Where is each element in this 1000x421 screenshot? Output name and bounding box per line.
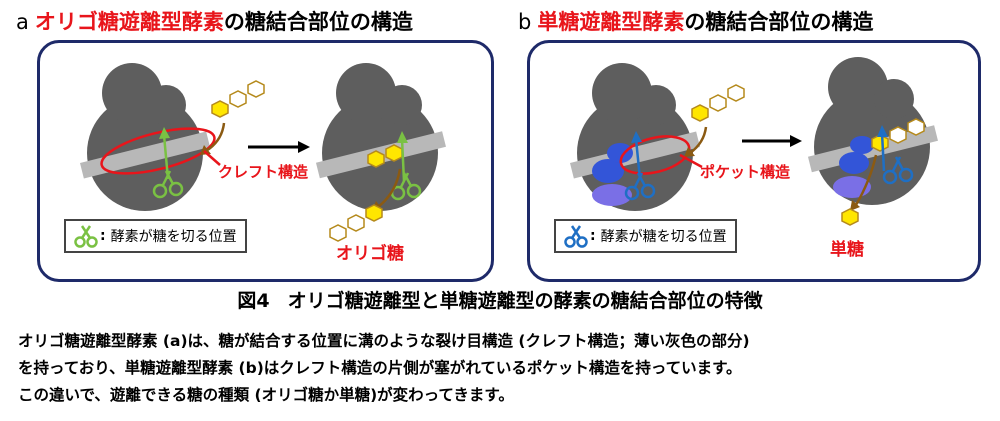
pocket-block-violet xyxy=(592,184,632,206)
pocket-highlight-ring xyxy=(619,135,691,175)
panel-a-diagram xyxy=(79,63,446,242)
panel-b-title-rest: の糖結合部位の構造 xyxy=(684,10,874,34)
cleft-groove-a xyxy=(79,131,211,179)
panel-a-letter: a xyxy=(16,10,29,34)
pocket-structure-label: ポケット構造 xyxy=(700,163,791,181)
panel-a-oligo-enzyme: クレフト構造 オリゴ糖 : 酵素が糖を切る位置 xyxy=(37,40,494,282)
panel-a-title-highlight: オリゴ糖遊離型酵素 xyxy=(34,10,224,34)
panel-b-title-highlight: 単糖遊離型酵素 xyxy=(537,10,685,34)
oligosaccharide-label: オリゴ糖 xyxy=(336,244,404,264)
blue-scissor-icon xyxy=(624,172,656,201)
released-monosaccharide xyxy=(841,208,859,226)
cleft-highlight-ring xyxy=(100,127,216,175)
enzyme-b-before xyxy=(569,63,701,211)
panel-b-mono-enzyme: ポケット構造 単糖 : 酵素が糖を切る位置 xyxy=(527,40,981,282)
pocket-block-1 xyxy=(592,159,624,183)
figure-label: 図4 xyxy=(237,290,270,312)
description-line-2: を持っており、単糖遊離型酵素 (b)はクレフト構造の片側が塞がれているポケット構… xyxy=(18,359,742,377)
enzyme-a-before xyxy=(79,63,216,211)
monosaccharide-label: 単糖 xyxy=(830,240,864,260)
oligosaccharide-chain-b xyxy=(691,84,745,122)
legend-a-text: 酵素が糖を切る位置 xyxy=(110,229,237,245)
description-line-1: オリゴ糖遊離型酵素 (a)は、糖が結合する位置に溝のような裂け目構造 (クレフト… xyxy=(18,332,750,350)
description-line-3: この違いで、遊離できる糖の種類 (オリゴ糖か単糖)が変わってきます。 xyxy=(18,386,514,404)
released-oligosaccharide xyxy=(329,204,383,242)
legend-a: : 酵素が糖を切る位置 xyxy=(64,219,247,253)
blue-scissor-legend-icon xyxy=(564,225,588,248)
cleft-pointer-line xyxy=(203,150,221,166)
legend-b-text: 酵素が糖を切る位置 xyxy=(600,229,727,245)
release-arrow-a xyxy=(377,168,402,208)
binding-arrow-a xyxy=(205,122,226,153)
pocket-pointer-line xyxy=(679,153,703,169)
panel-b-letter: b xyxy=(518,10,532,34)
enzyme-a-after xyxy=(315,63,446,211)
green-scissor-legend-icon xyxy=(74,225,98,248)
enzyme-b-after xyxy=(807,57,938,205)
release-arrow-b xyxy=(854,154,878,206)
green-scissor-icon xyxy=(152,170,184,199)
binding-arrow-b xyxy=(689,126,708,155)
panel-b-diagram xyxy=(569,57,938,226)
figure-caption-text: オリゴ糖遊離型と単糖遊離型の酵素の糖結合部位の特徴 xyxy=(287,290,763,312)
description-paragraph: オリゴ糖遊離型酵素 (a)は、糖が結合する位置に溝のような裂け目構造 (クレフト… xyxy=(18,328,993,409)
figure-caption: 図4 オリゴ糖遊離型と単糖遊離型の酵素の糖結合部位の特徴 xyxy=(0,286,1000,313)
panel-a-title-rest: の糖結合部位の構造 xyxy=(223,10,413,34)
cleft-structure-label: クレフト構造 xyxy=(218,163,309,181)
legend-b: : 酵素が糖を切る位置 xyxy=(554,219,737,253)
oligosaccharide-chain-a xyxy=(211,80,265,118)
